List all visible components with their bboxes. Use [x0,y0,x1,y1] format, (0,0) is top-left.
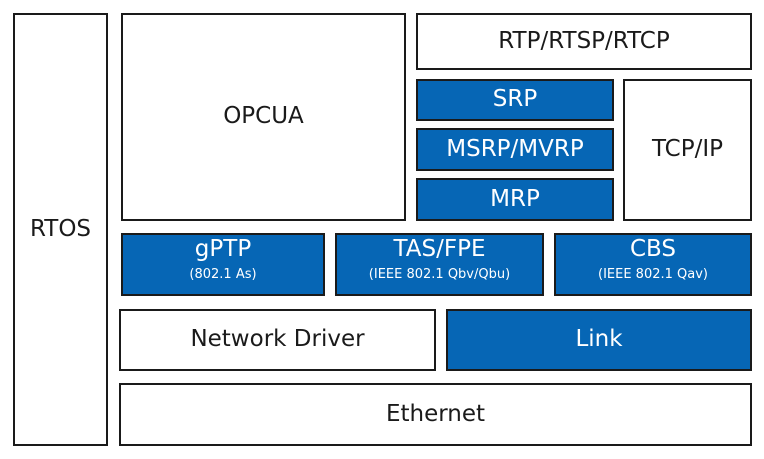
tcpip-label: TCP/IP [651,136,724,163]
tas-fpe-block: TAS/FPE (IEEE 802.1 Qbv/Qbu) [335,233,544,296]
cbs-block: CBS (IEEE 802.1 Qav) [554,233,752,296]
opcua-label: OPCUA [223,103,304,130]
network-driver-label: Network Driver [190,326,365,353]
opcua-block: OPCUA [121,13,406,221]
cbs-standard-label: (IEEE 802.1 Qav) [598,267,708,283]
gptp-block: gPTP (802.1 As) [121,233,325,296]
link-label: Link [575,326,623,353]
gptp-standard-label: (802.1 As) [189,267,257,283]
tas-fpe-standard-label: (IEEE 802.1 Qbv/Qbu) [368,267,511,283]
mrp-block: MRP [416,178,614,221]
msrp-mvrp-block: MSRP/MVRP [416,128,614,171]
ethernet-label: Ethernet [385,400,486,427]
network-driver-block: Network Driver [119,309,436,371]
mrp-label: MRP [490,185,540,212]
rtp-block: RTP/RTSP/RTCP [416,13,752,70]
tcpip-block: TCP/IP [623,79,752,221]
srp-label: SRP [492,86,538,113]
msrp-mvrp-label: MSRP/MVRP [446,135,584,162]
rtos-label: RTOS [29,215,92,242]
tas-fpe-label: TAS/FPE [393,236,486,262]
link-block: Link [446,309,752,371]
ethernet-block: Ethernet [119,383,752,446]
gptp-label: gPTP [194,236,252,262]
srp-block: SRP [416,79,614,121]
rtp-label: RTP/RTSP/RTCP [498,27,670,54]
rtos-block: RTOS [13,13,108,446]
cbs-label: CBS [629,236,677,262]
